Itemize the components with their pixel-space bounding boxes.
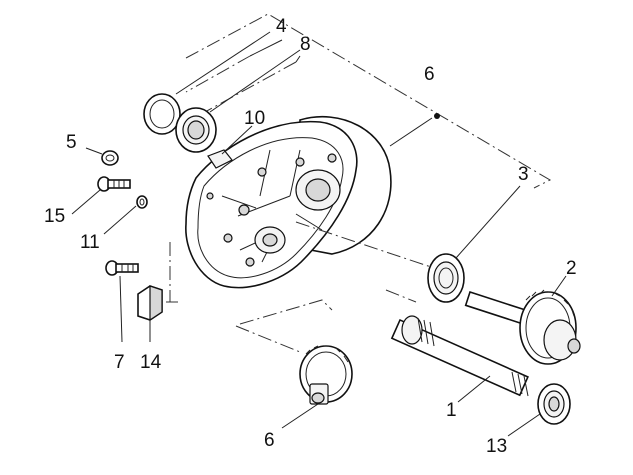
gear-6 — [299, 345, 353, 405]
callout-5: 5 — [66, 132, 77, 153]
callout-6-bottom: 6 — [264, 430, 275, 451]
callout-13: 13 — [486, 436, 507, 457]
callout-1: 1 — [446, 400, 457, 421]
callout-labels: 1 2 3 4 5 6 6 7 8 10 11 13 14 15 — [44, 16, 577, 457]
washer-5 — [101, 150, 119, 166]
callout-11: 11 — [80, 232, 100, 253]
callout-10: 10 — [244, 108, 265, 129]
oil-seal-3 — [427, 253, 465, 303]
group-bracket-lower — [239, 299, 333, 325]
marker-dot — [434, 113, 440, 119]
leader-lines — [71, 31, 567, 437]
bearing-13 — [537, 383, 571, 425]
callout-8: 8 — [300, 34, 311, 55]
transmission-cover — [185, 115, 392, 289]
callout-3: 3 — [518, 164, 529, 185]
main-shaft-1 — [390, 315, 529, 397]
group-bracket-lower-b — [235, 325, 301, 353]
callout-2: 2 — [566, 258, 577, 279]
gear-shaft-2 — [464, 289, 581, 365]
callout-6-top: 6 — [424, 64, 435, 85]
clip-bracket-14 — [137, 285, 163, 322]
axis-line-seal — [295, 221, 441, 271]
axis-line-shaft — [385, 289, 417, 303]
group-bracket-top — [185, 13, 552, 189]
callout-7: 7 — [114, 352, 125, 373]
callout-14: 14 — [140, 352, 162, 373]
screw-7 — [105, 260, 139, 276]
washer-11 — [136, 195, 148, 209]
bearing-8 — [175, 107, 217, 153]
callout-4: 4 — [276, 16, 287, 37]
bolt-15 — [97, 176, 131, 192]
circlip — [143, 93, 181, 135]
callout-15: 15 — [44, 206, 65, 227]
